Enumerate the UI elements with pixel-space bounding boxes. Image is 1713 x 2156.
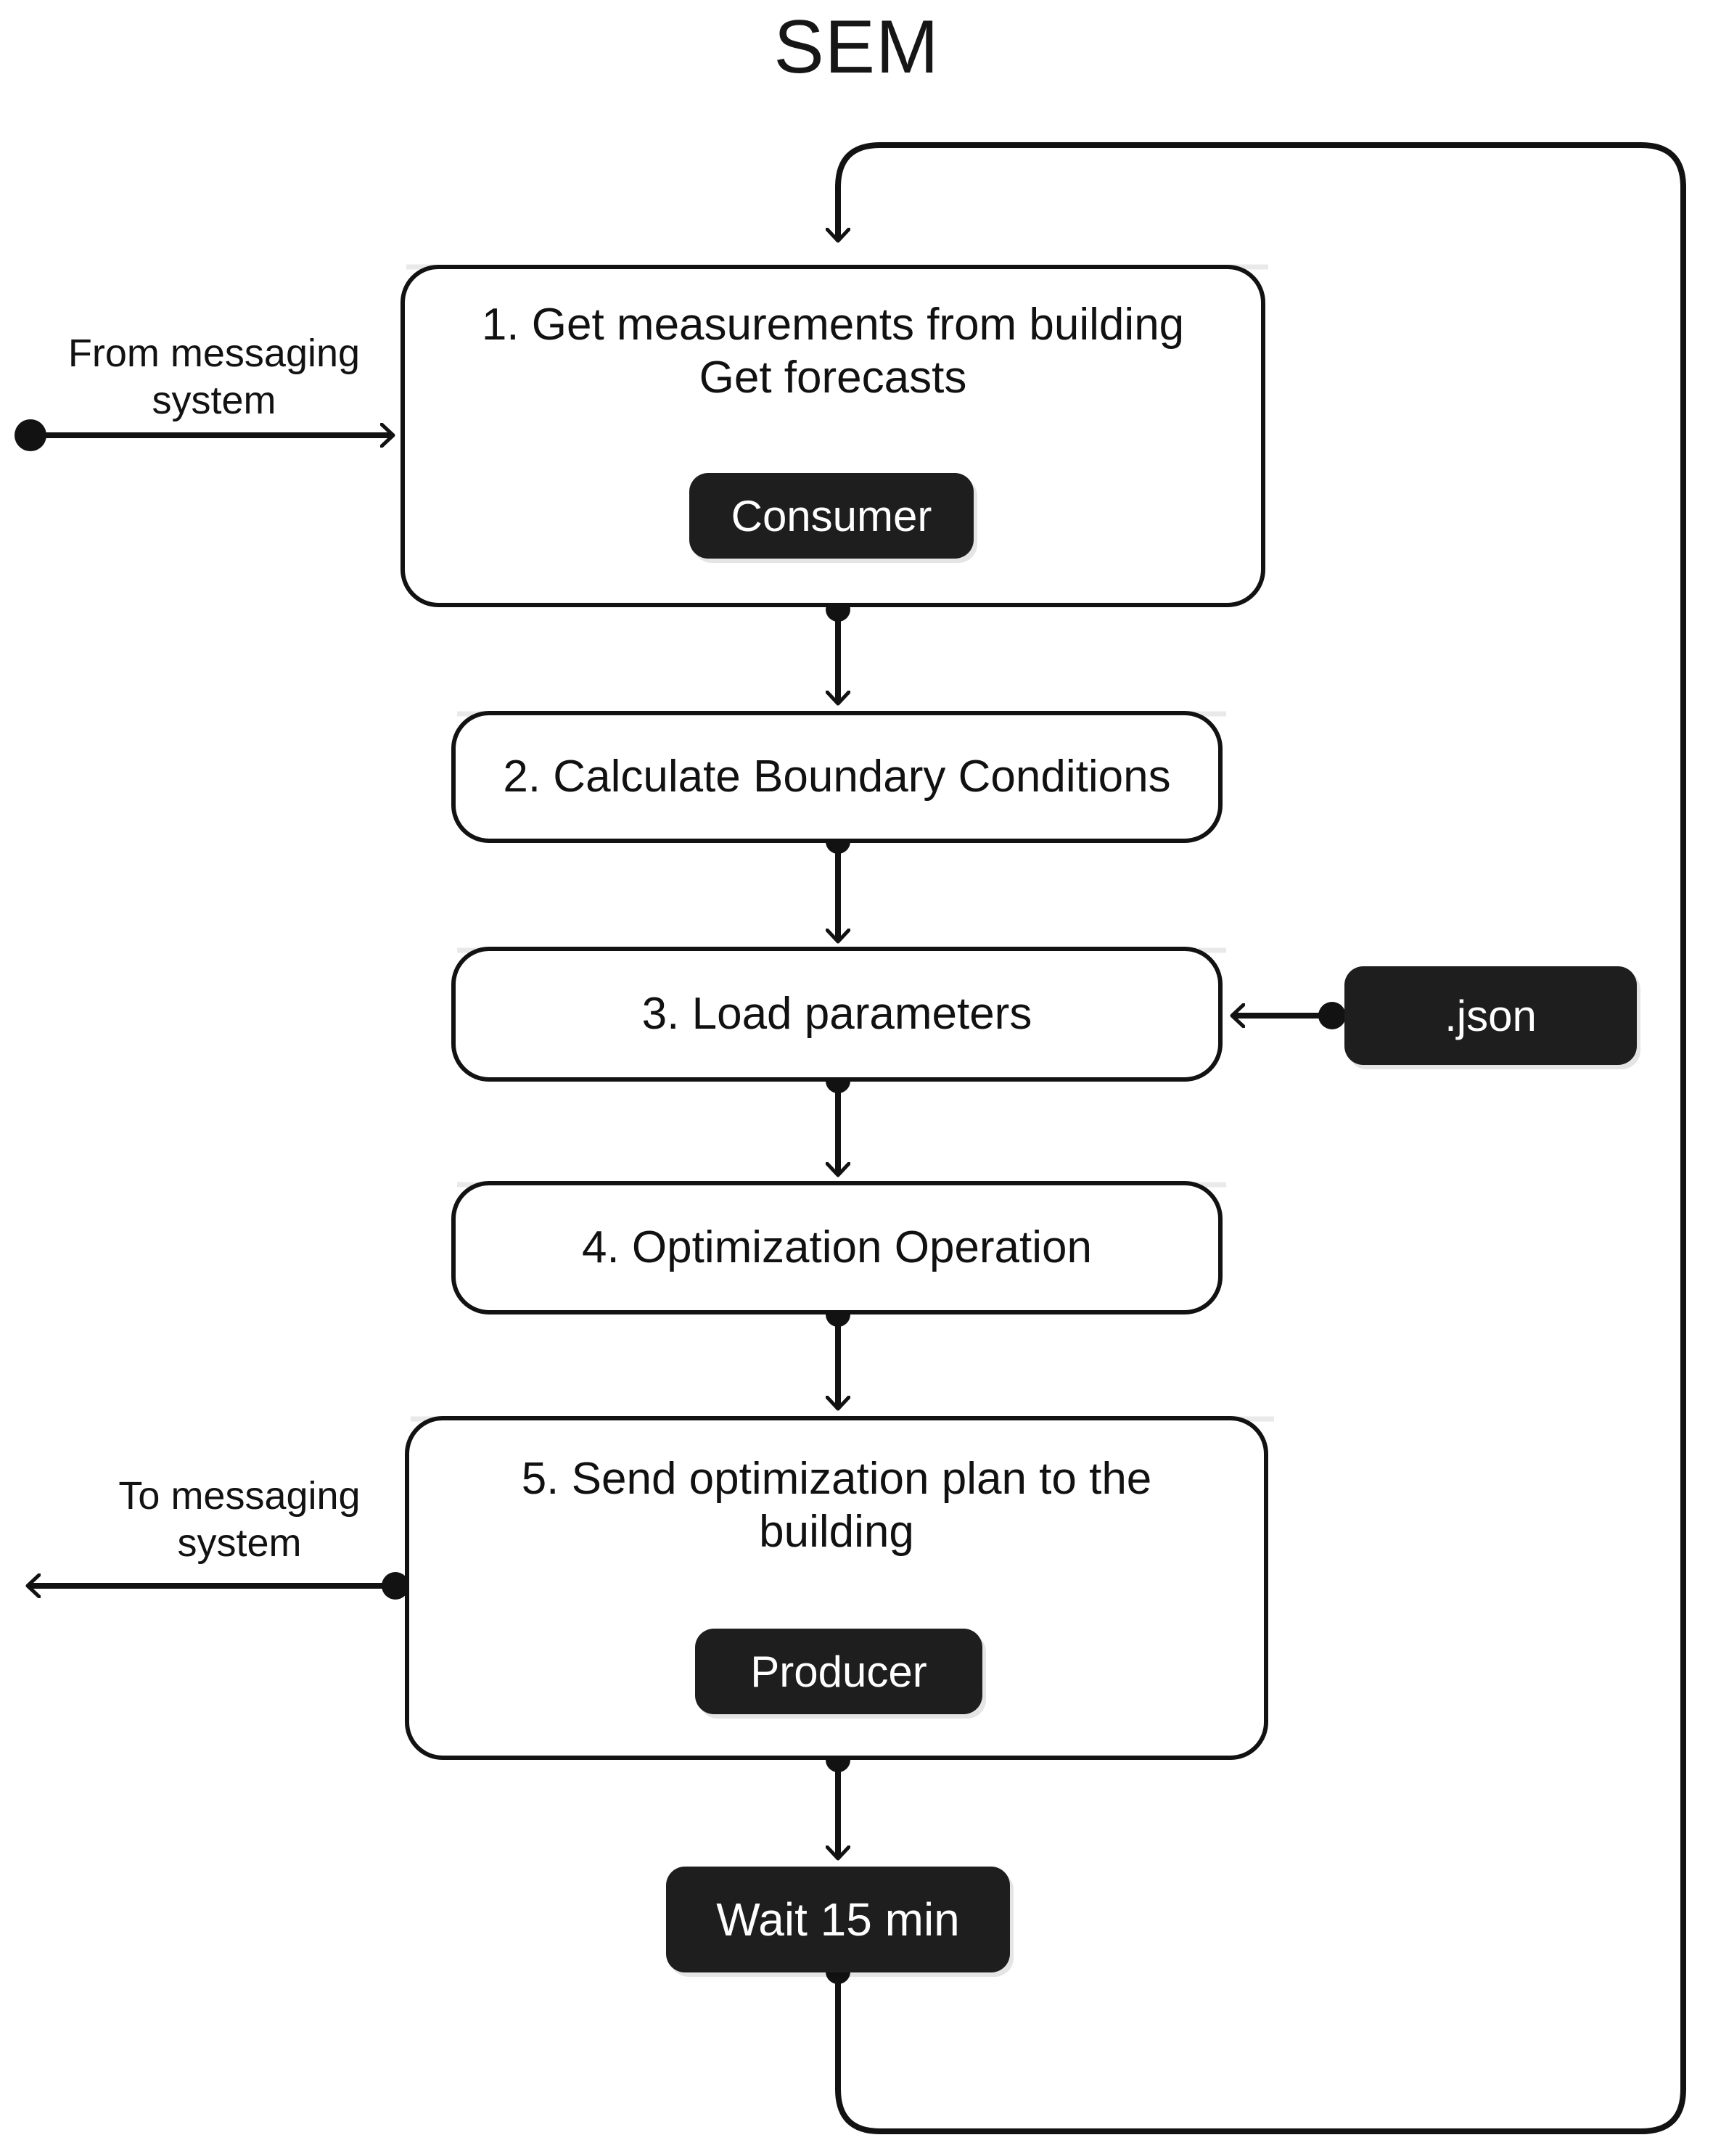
- edge-output: [29, 1572, 409, 1600]
- edge-3-4: [826, 1069, 850, 1174]
- edge-4-5: [826, 1302, 850, 1407]
- edge-2-3: [826, 829, 850, 940]
- edge-5-wait: [826, 1748, 850, 1857]
- edge-feedback-loop: [826, 142, 1686, 2134]
- edge-json-3: [1233, 1002, 1346, 1029]
- edge-input: [15, 419, 392, 451]
- edge-1-2: [826, 597, 850, 702]
